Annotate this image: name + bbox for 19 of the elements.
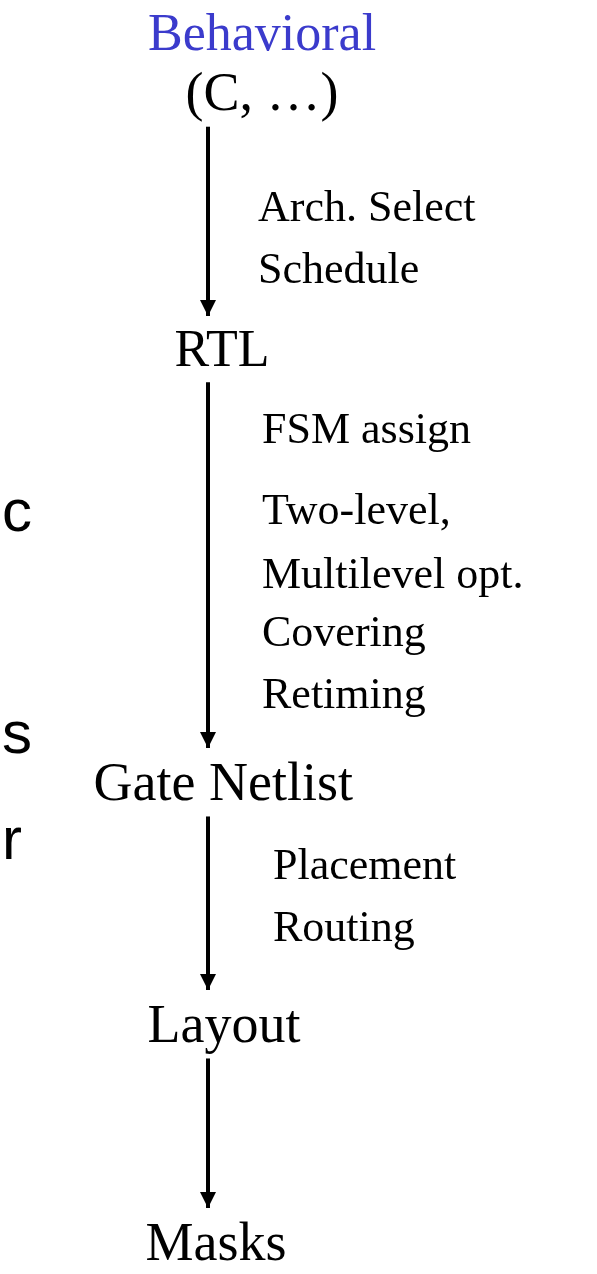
- arrow: [200, 382, 216, 748]
- cut-off-text: r: [2, 806, 22, 872]
- arrow: [200, 816, 216, 990]
- arrow: [200, 126, 216, 316]
- arrow: [200, 1058, 216, 1208]
- edge-label: Placement Routing: [273, 839, 458, 953]
- stage-label: Gate Netlist: [93, 752, 353, 813]
- step-label: Two-level, Multilevel opt.: [262, 484, 525, 600]
- cut-off-text: c: [2, 478, 32, 544]
- stage-label: Masks: [145, 1212, 287, 1273]
- step-label: Covering: [262, 608, 426, 657]
- edge-label: FSM assign: [262, 403, 472, 455]
- stage-label: Layout: [147, 994, 301, 1055]
- stage-label: RTL: [174, 320, 270, 379]
- stage-label: (C, …): [184, 62, 340, 123]
- cut-off-text: s: [2, 700, 32, 766]
- stage-heading: Behavioral: [148, 4, 377, 63]
- edge-label: Arch. Select Schedule: [258, 181, 477, 295]
- step-label: Retiming: [262, 670, 426, 719]
